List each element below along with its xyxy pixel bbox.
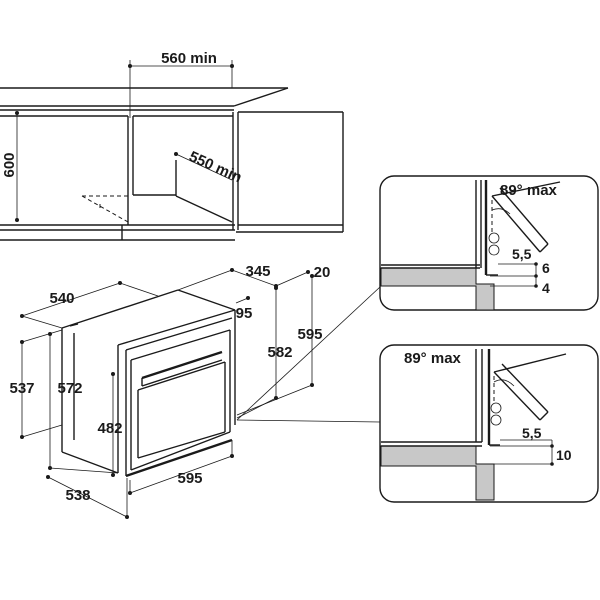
callout-leaders — [236, 286, 381, 423]
label-540: 540 — [49, 290, 74, 307]
label-538: 538 — [65, 487, 90, 504]
label-595-horizontal: 595 — [177, 470, 202, 487]
dimension-482: 482 — [97, 372, 123, 477]
detail-top-callout: 89° max 5,5 6 4 — [379, 175, 599, 311]
dimension-595-vertical: 595 — [236, 274, 323, 416]
detail-bottom-callout: 89° max 5,5 10 — [379, 344, 599, 503]
label-582: 582 — [267, 344, 292, 361]
label-550-min: 550 min — [186, 148, 244, 186]
detail-top-dim-4: 4 — [542, 280, 550, 296]
dimension-572: 572 — [48, 332, 119, 474]
detail-bottom-angle: 89° max — [404, 350, 462, 367]
dimension-538: 538 — [46, 475, 129, 519]
detail-bottom-gap: 5,5 — [522, 425, 542, 441]
detail-top-dim-6: 6 — [542, 260, 550, 276]
dimension-20: 20 — [274, 264, 330, 288]
label-595-vertical: 595 — [297, 326, 322, 343]
cabinet-niche-drawing — [0, 87, 344, 241]
detail-top-gap: 5,5 — [512, 246, 532, 262]
dimension-537: 537 — [9, 329, 63, 439]
label-572: 572 — [57, 380, 82, 397]
label-20: 20 — [314, 264, 331, 281]
dimension-560-min: 560 min — [128, 50, 234, 118]
dimension-595-horizontal: 595 — [128, 440, 234, 495]
dimension-550-min: 550 min — [174, 148, 244, 186]
label-482: 482 — [97, 420, 122, 437]
dimension-345: 345 — [177, 263, 277, 291]
dimension-600: 600 — [1, 111, 19, 222]
label-95: 95 — [236, 305, 253, 322]
label-345: 345 — [245, 263, 270, 280]
detail-bottom-dim-10: 10 — [556, 447, 572, 463]
dimension-582: 582 — [236, 286, 293, 419]
label-600: 600 — [1, 152, 18, 177]
dimension-540: 540 — [20, 281, 159, 329]
detail-top-angle: 89° max — [500, 182, 558, 199]
label-537: 537 — [9, 380, 34, 397]
dimension-95: 95 — [236, 296, 253, 322]
oven-drawing — [61, 289, 236, 478]
label-560-min: 560 min — [161, 50, 217, 67]
